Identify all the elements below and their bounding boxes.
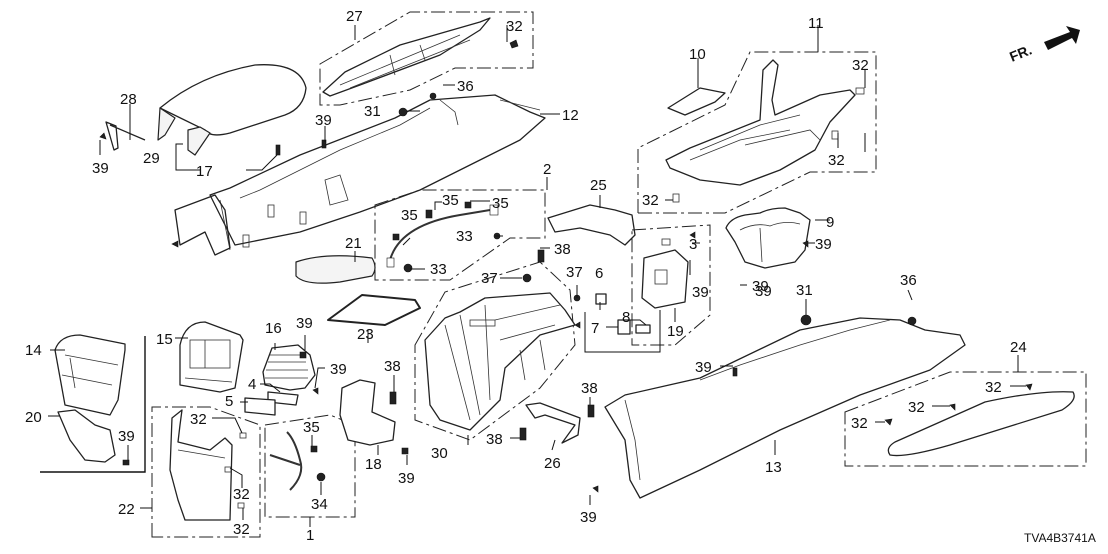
callout-33: 33 xyxy=(456,228,473,245)
callout-25: 25 xyxy=(590,177,607,194)
callout-39: 39 xyxy=(755,283,772,300)
callout-37: 37 xyxy=(566,264,583,281)
callout-32: 32 xyxy=(851,415,868,432)
callout-18: 18 xyxy=(365,456,382,473)
part-18-bracket xyxy=(339,379,409,455)
callout-33: 33 xyxy=(430,261,447,278)
callout-19: 19 xyxy=(667,323,684,340)
callout-11: 11 xyxy=(808,15,824,32)
callout-labels: 27 32 11 10 32 28 36 31 12 39 29 17 39 3… xyxy=(25,8,1027,544)
callout-32: 32 xyxy=(190,411,207,428)
callout-32: 32 xyxy=(985,379,1002,396)
part-25-bracket xyxy=(547,204,636,246)
callout-3: 3 xyxy=(689,236,697,253)
part-11-console-panel-group xyxy=(637,51,877,214)
callout-36: 36 xyxy=(900,272,917,289)
callout-23: 23 xyxy=(357,326,374,343)
callout-39: 39 xyxy=(296,315,313,332)
callout-1: 1 xyxy=(306,527,314,544)
callout-4: 4 xyxy=(248,376,256,393)
callout-38: 38 xyxy=(581,380,598,397)
part-15-panel xyxy=(179,321,244,393)
callout-39: 39 xyxy=(580,509,597,526)
part-27-armrest-trim-group xyxy=(319,11,534,106)
callout-39: 39 xyxy=(92,160,109,177)
callout-39: 39 xyxy=(398,470,415,487)
callout-12: 12 xyxy=(562,107,579,124)
armrest-lid xyxy=(99,64,307,156)
callout-26: 26 xyxy=(544,455,561,472)
callout-39: 39 xyxy=(118,428,135,445)
callout-22: 22 xyxy=(118,501,135,518)
callout-32: 32 xyxy=(908,399,925,416)
callout-39: 39 xyxy=(330,361,347,378)
front-direction-indicator: FR. xyxy=(1007,26,1080,65)
callout-38: 38 xyxy=(554,241,571,258)
parts-16-4-5 xyxy=(244,344,319,416)
part-26-bracket xyxy=(525,402,581,444)
part-1-group xyxy=(264,414,356,518)
callout-14: 14 xyxy=(25,342,42,359)
front-arrow-icon xyxy=(1044,26,1080,50)
callout-35: 35 xyxy=(492,195,509,212)
part-13-console-side-panel xyxy=(592,314,966,499)
callout-21: 21 xyxy=(345,235,362,252)
callout-24: 24 xyxy=(1010,339,1027,356)
callout-7: 7 xyxy=(591,320,599,337)
callout-38: 38 xyxy=(384,358,401,375)
callout-32: 32 xyxy=(506,18,523,35)
front-label: FR. xyxy=(1007,41,1034,64)
callout-32: 32 xyxy=(828,152,845,169)
callout-29: 29 xyxy=(143,150,160,167)
callout-38: 38 xyxy=(486,431,503,448)
parts-14-20-group xyxy=(40,334,146,473)
callout-9: 9 xyxy=(826,214,834,231)
callout-39: 39 xyxy=(692,284,709,301)
callout-31: 31 xyxy=(364,103,381,120)
leader-lines xyxy=(48,25,1026,527)
part-2-harness-group xyxy=(374,189,546,281)
callout-30: 30 xyxy=(431,445,448,462)
callout-2: 2 xyxy=(543,161,551,178)
drawing-code: TVA4B3741A xyxy=(1024,531,1096,545)
callout-32: 32 xyxy=(233,521,250,538)
callout-8: 8 xyxy=(622,309,630,326)
callout-6: 6 xyxy=(595,265,603,282)
callout-34: 34 xyxy=(311,496,328,513)
part-19-group xyxy=(574,224,711,353)
callout-36: 36 xyxy=(457,78,474,95)
part-24-trim-group xyxy=(844,371,1087,467)
part-22-group xyxy=(151,406,261,538)
part-30-console-frame xyxy=(389,249,595,441)
callout-39: 39 xyxy=(752,278,769,295)
part-9-cup-holder xyxy=(661,207,811,269)
callout-39: 39 xyxy=(695,359,712,376)
callout-32: 32 xyxy=(642,192,659,209)
callout-13: 13 xyxy=(765,459,782,476)
callout-32: 32 xyxy=(233,486,250,503)
part-12-console-panel-upper xyxy=(171,92,546,256)
callout-10: 10 xyxy=(689,46,706,63)
callout-39: 39 xyxy=(315,112,332,129)
callout-35: 35 xyxy=(401,207,418,224)
callout-27: 27 xyxy=(346,8,363,25)
callout-16: 16 xyxy=(265,320,282,337)
callout-37: 37 xyxy=(481,270,498,287)
callout-15: 15 xyxy=(156,331,173,348)
callout-35: 35 xyxy=(303,419,320,436)
callout-35: 35 xyxy=(442,192,459,209)
callout-17: 17 xyxy=(196,163,213,180)
callout-32: 32 xyxy=(852,57,869,74)
callout-39: 39 xyxy=(815,236,832,253)
parts-21-23-lids xyxy=(295,255,421,326)
callout-5: 5 xyxy=(225,393,233,410)
callout-28: 28 xyxy=(120,91,137,108)
callout-31: 31 xyxy=(796,282,813,299)
callout-20: 20 xyxy=(25,409,42,426)
